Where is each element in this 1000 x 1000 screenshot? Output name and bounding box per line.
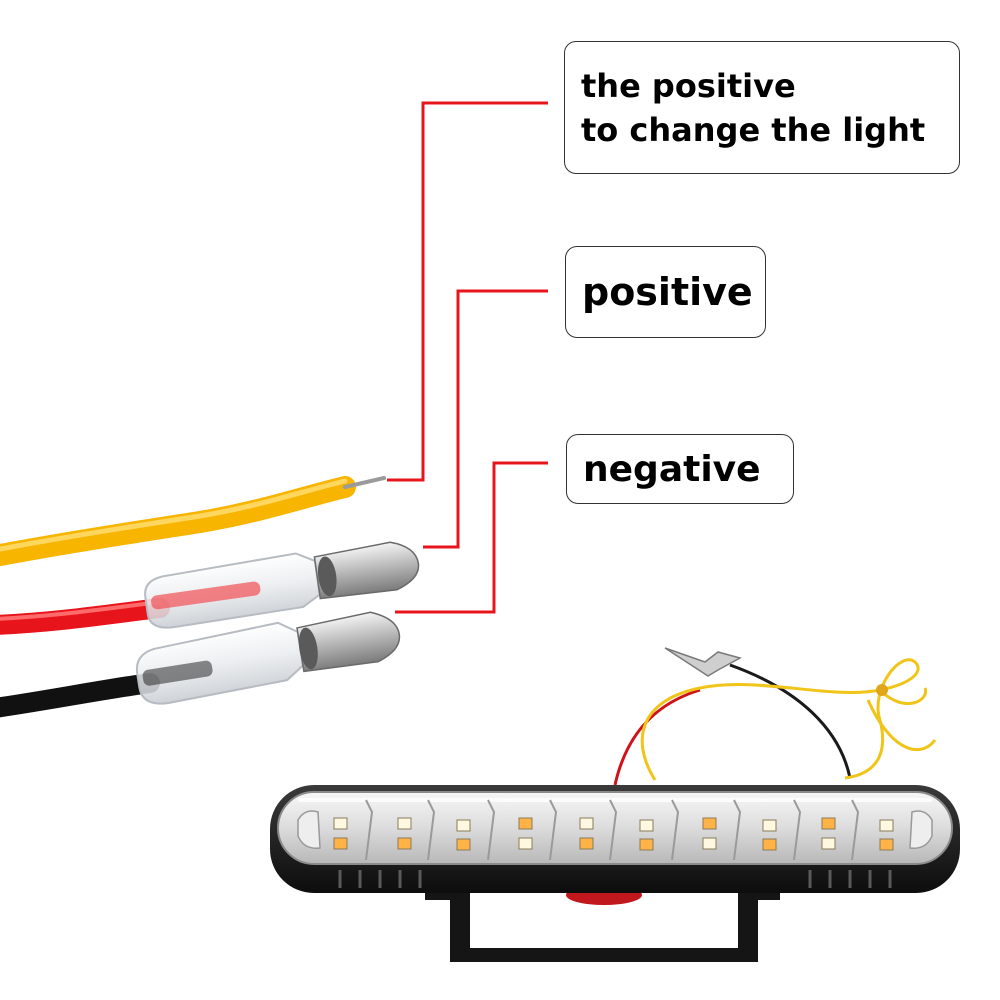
red-connector-metal: [313, 541, 420, 600]
lens-dividers: [365, 799, 860, 861]
label-positive-text: positive: [582, 270, 753, 314]
red-wire-connector: [144, 541, 420, 629]
leader-line-change-light: [387, 101, 548, 482]
leader-line-negative: [395, 461, 548, 614]
label-change-light-line2: to change the light: [581, 110, 926, 149]
led-end-cap-left: [297, 810, 321, 849]
black-wire-inside-sleeve: [142, 660, 213, 686]
black-wire-connector: [135, 611, 401, 705]
bullet-connector-icon: [135, 541, 420, 705]
label-negative-text: negative: [583, 448, 761, 490]
black-connector-crimp: [298, 627, 318, 670]
led-chips: [333, 817, 894, 851]
yellow-wire-stripped-end: [343, 476, 386, 489]
red-connector-crimp: [317, 556, 337, 597]
red-wire: [0, 598, 170, 635]
label-change-light-line1: the positive: [581, 66, 796, 105]
leader-line-positive: [423, 289, 548, 549]
led-tail-red-wire: [613, 688, 701, 786]
bracket-slot: [660, 896, 669, 926]
label-positive: positive: [565, 246, 766, 338]
bracket-slot: [503, 896, 512, 926]
bracket-slot: [538, 896, 547, 926]
led-terminal-clip: [664, 647, 742, 677]
red-wire-highlight: [0, 600, 162, 621]
label-change-light-text: the positive to change the light: [581, 64, 925, 152]
label-negative: negative: [566, 434, 794, 504]
label-change-light: the positive to change the light: [564, 41, 960, 174]
housing-fins: [338, 870, 892, 888]
led-tail-black-wire: [729, 663, 852, 779]
black-connector-metal: [296, 611, 401, 673]
red-wire-inside-sleeve: [151, 581, 261, 610]
led-light-bar-icon: [270, 647, 960, 962]
wire-group: [0, 476, 386, 718]
black-wire: [0, 673, 160, 718]
led-end-cap-right: [909, 810, 933, 849]
yellow-wire-highlight: [0, 478, 348, 552]
led-tail-knot: [876, 684, 888, 696]
bracket-slot: [695, 896, 704, 926]
black-connector-sleeve: [135, 621, 305, 705]
yellow-wire: [0, 476, 356, 567]
leader-lines: [387, 101, 548, 614]
led-tail-yellow-loop: [866, 687, 937, 751]
